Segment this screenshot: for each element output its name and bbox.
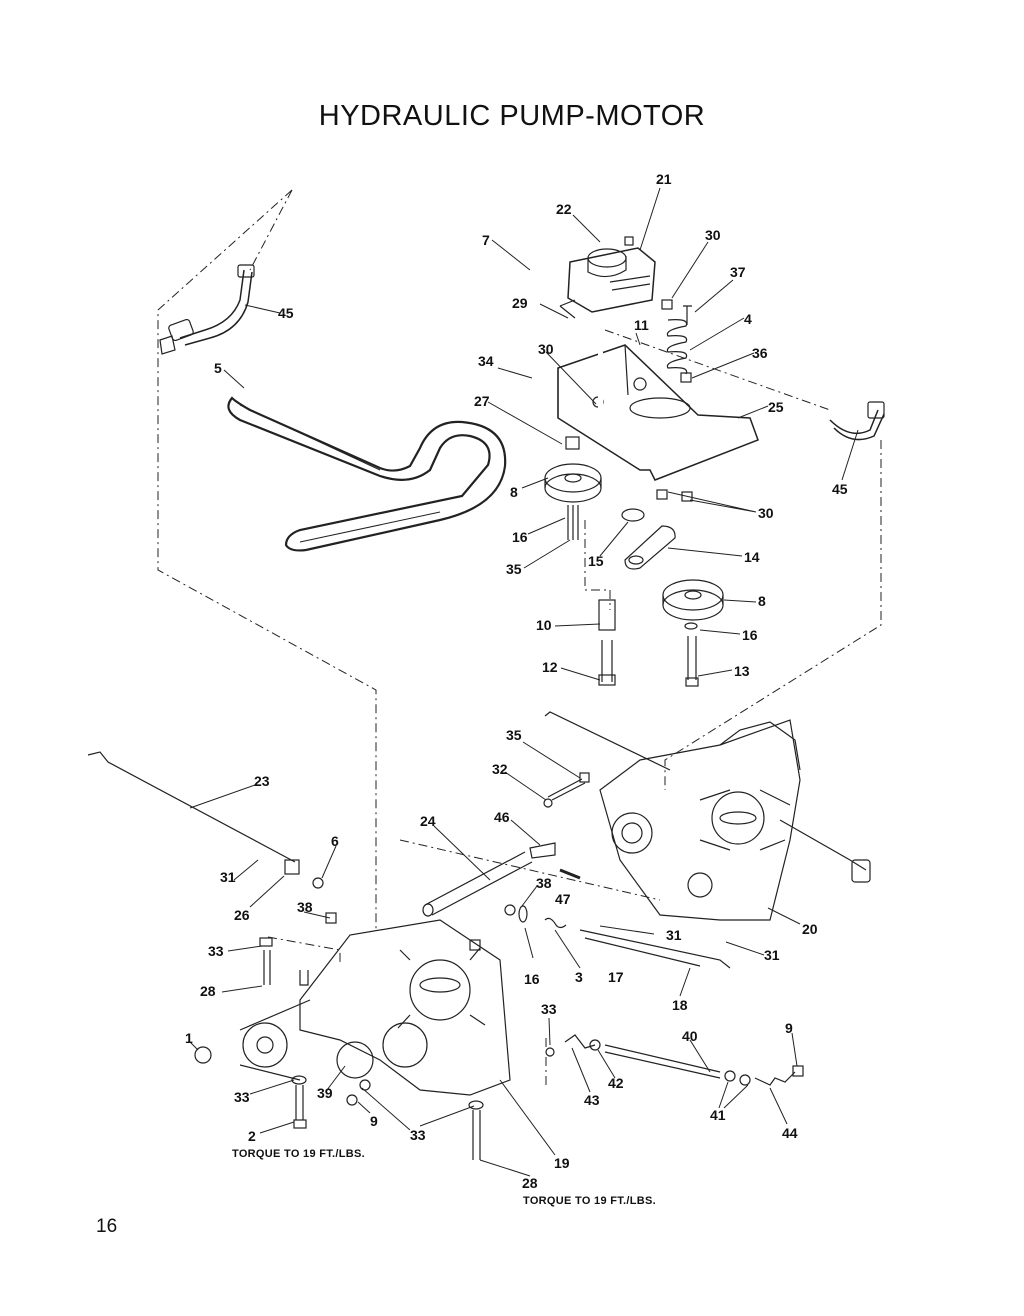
idler-mounting-bracket <box>557 344 759 481</box>
assembly-guide-lines <box>157 189 882 1085</box>
callout-31: 31 <box>220 869 236 885</box>
callout-15: 15 <box>588 553 604 569</box>
page-title: HYDRAULIC PUMP-MOTOR <box>318 100 706 132</box>
idler-pulley-upper <box>544 463 602 503</box>
idler-tension-spring <box>666 319 688 375</box>
idler-arm <box>624 525 676 570</box>
callout-26: 26 <box>234 907 250 923</box>
callout-31b: 31 <box>666 927 682 943</box>
callout-47: 47 <box>555 891 571 907</box>
callout-16b: 16 <box>742 627 758 643</box>
callout-32: 32 <box>492 761 508 777</box>
callout-21: 21 <box>656 171 672 187</box>
callout-24: 24 <box>420 813 436 829</box>
callout-34: 34 <box>478 353 494 369</box>
callout-18: 18 <box>672 997 688 1013</box>
callout-35b: 35 <box>506 727 522 743</box>
callout-5: 5 <box>214 360 222 376</box>
callout-3: 3 <box>575 969 583 985</box>
callout-45: 45 <box>278 305 294 321</box>
transmission-left <box>239 919 511 1096</box>
callout-30c: 30 <box>758 505 774 521</box>
callout-33c: 33 <box>234 1089 250 1105</box>
callout-41: 41 <box>710 1107 726 1123</box>
hydraulic-reservoir <box>559 236 656 319</box>
callout-40: 40 <box>682 1028 698 1044</box>
callout-14: 14 <box>744 549 760 565</box>
callout-9: 9 <box>785 1020 793 1036</box>
callout-7: 7 <box>482 232 490 248</box>
page-number: 16 <box>96 1216 118 1237</box>
callout-28: 28 <box>200 983 216 999</box>
callout-39: 39 <box>317 1085 333 1101</box>
callout-27: 27 <box>474 393 490 409</box>
callout-46: 46 <box>494 809 510 825</box>
callout-30b: 30 <box>538 341 554 357</box>
transmission-right <box>599 719 871 921</box>
callout-37: 37 <box>730 264 746 280</box>
callout-43: 43 <box>584 1092 600 1108</box>
callout-12: 12 <box>542 659 558 675</box>
torque-note-right: TORQUE TO 19 FT./LBS. <box>523 1195 657 1207</box>
callout-10: 10 <box>536 617 552 633</box>
callout-19: 19 <box>554 1155 570 1171</box>
callout-leader-lines <box>189 187 859 1177</box>
callout-2: 2 <box>248 1128 256 1144</box>
callout-13: 13 <box>734 663 750 679</box>
callout-16c: 16 <box>524 971 540 987</box>
control-rod-left <box>87 751 296 863</box>
callout-23: 23 <box>254 773 270 789</box>
callout-4: 4 <box>744 311 752 327</box>
callout-45b: 45 <box>832 481 848 497</box>
callout-9b: 9 <box>370 1113 378 1129</box>
callout-25: 25 <box>768 399 784 415</box>
callout-16: 16 <box>512 529 528 545</box>
callout-44: 44 <box>782 1125 798 1141</box>
callout-29: 29 <box>512 295 528 311</box>
callout-42: 42 <box>608 1075 624 1091</box>
callout-33: 33 <box>208 943 224 959</box>
idler-pulley-lower <box>662 579 724 621</box>
callout-38: 38 <box>536 875 552 891</box>
callout-20: 20 <box>802 921 818 937</box>
callout-36: 36 <box>752 345 768 361</box>
callout-35: 35 <box>506 561 522 577</box>
callout-11: 11 <box>634 317 649 333</box>
callout-38b: 38 <box>297 899 313 915</box>
drive-belt <box>227 396 507 552</box>
callout-8b: 8 <box>758 593 766 609</box>
callout-30: 30 <box>705 227 721 243</box>
hydraulic-hose-left <box>179 269 253 346</box>
callout-33d: 33 <box>410 1127 426 1143</box>
callout-labels: 21 22 7 30 37 29 11 4 45 34 30 36 5 27 2… <box>185 171 848 1191</box>
callout-28b: 28 <box>522 1175 538 1191</box>
callout-33b: 33 <box>541 1001 557 1017</box>
callout-8: 8 <box>510 484 518 500</box>
callout-1: 1 <box>185 1030 193 1046</box>
callout-17: 17 <box>608 969 624 985</box>
connecting-tube <box>424 851 533 916</box>
callout-6: 6 <box>331 833 339 849</box>
callout-22: 22 <box>556 201 572 217</box>
torque-note-left: TORQUE TO 19 FT./LBS. <box>232 1148 366 1160</box>
callout-31c: 31 <box>764 947 780 963</box>
